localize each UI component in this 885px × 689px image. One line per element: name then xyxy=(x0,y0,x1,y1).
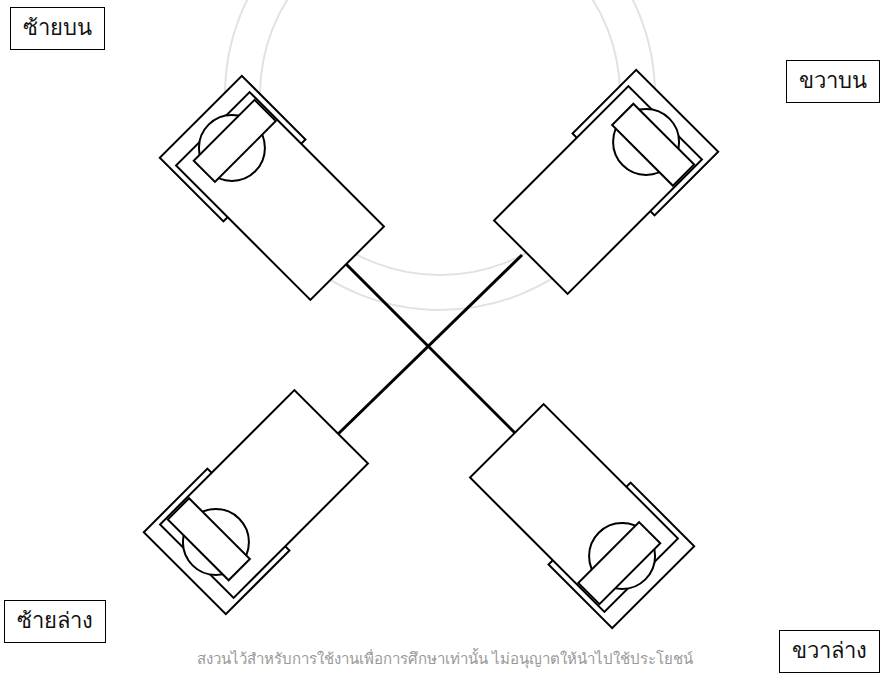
position-label: ซ้ายล่าง xyxy=(17,607,93,636)
motor-unit xyxy=(466,400,694,628)
motor-body xyxy=(494,86,702,294)
label-box: ขวาบน xyxy=(786,60,880,103)
wheel-bar xyxy=(194,100,276,182)
frame-arms xyxy=(335,255,522,437)
motor-unit xyxy=(160,76,388,304)
motor-body xyxy=(176,92,384,300)
watermark-text: สงวนไว้สำหรับการใช้งานเพื่อการศึกษาเท่าน… xyxy=(100,650,790,670)
motor-unit xyxy=(490,70,718,298)
wheel-bar xyxy=(578,522,660,604)
motor-unit xyxy=(144,386,372,614)
label-box: ซ้ายบน xyxy=(10,7,105,50)
wheel-bar xyxy=(612,104,694,186)
wheel-bar xyxy=(168,498,250,580)
motor-body xyxy=(470,404,678,612)
label-box: ซ้ายล่าง xyxy=(4,600,106,643)
position-label: ขวาบน xyxy=(799,67,867,96)
label-box: ขวาล่าง xyxy=(779,630,880,673)
position-label: ซ้ายบน xyxy=(23,14,92,43)
position-label: ขวาล่าง xyxy=(792,637,867,666)
motor-body xyxy=(160,390,368,598)
